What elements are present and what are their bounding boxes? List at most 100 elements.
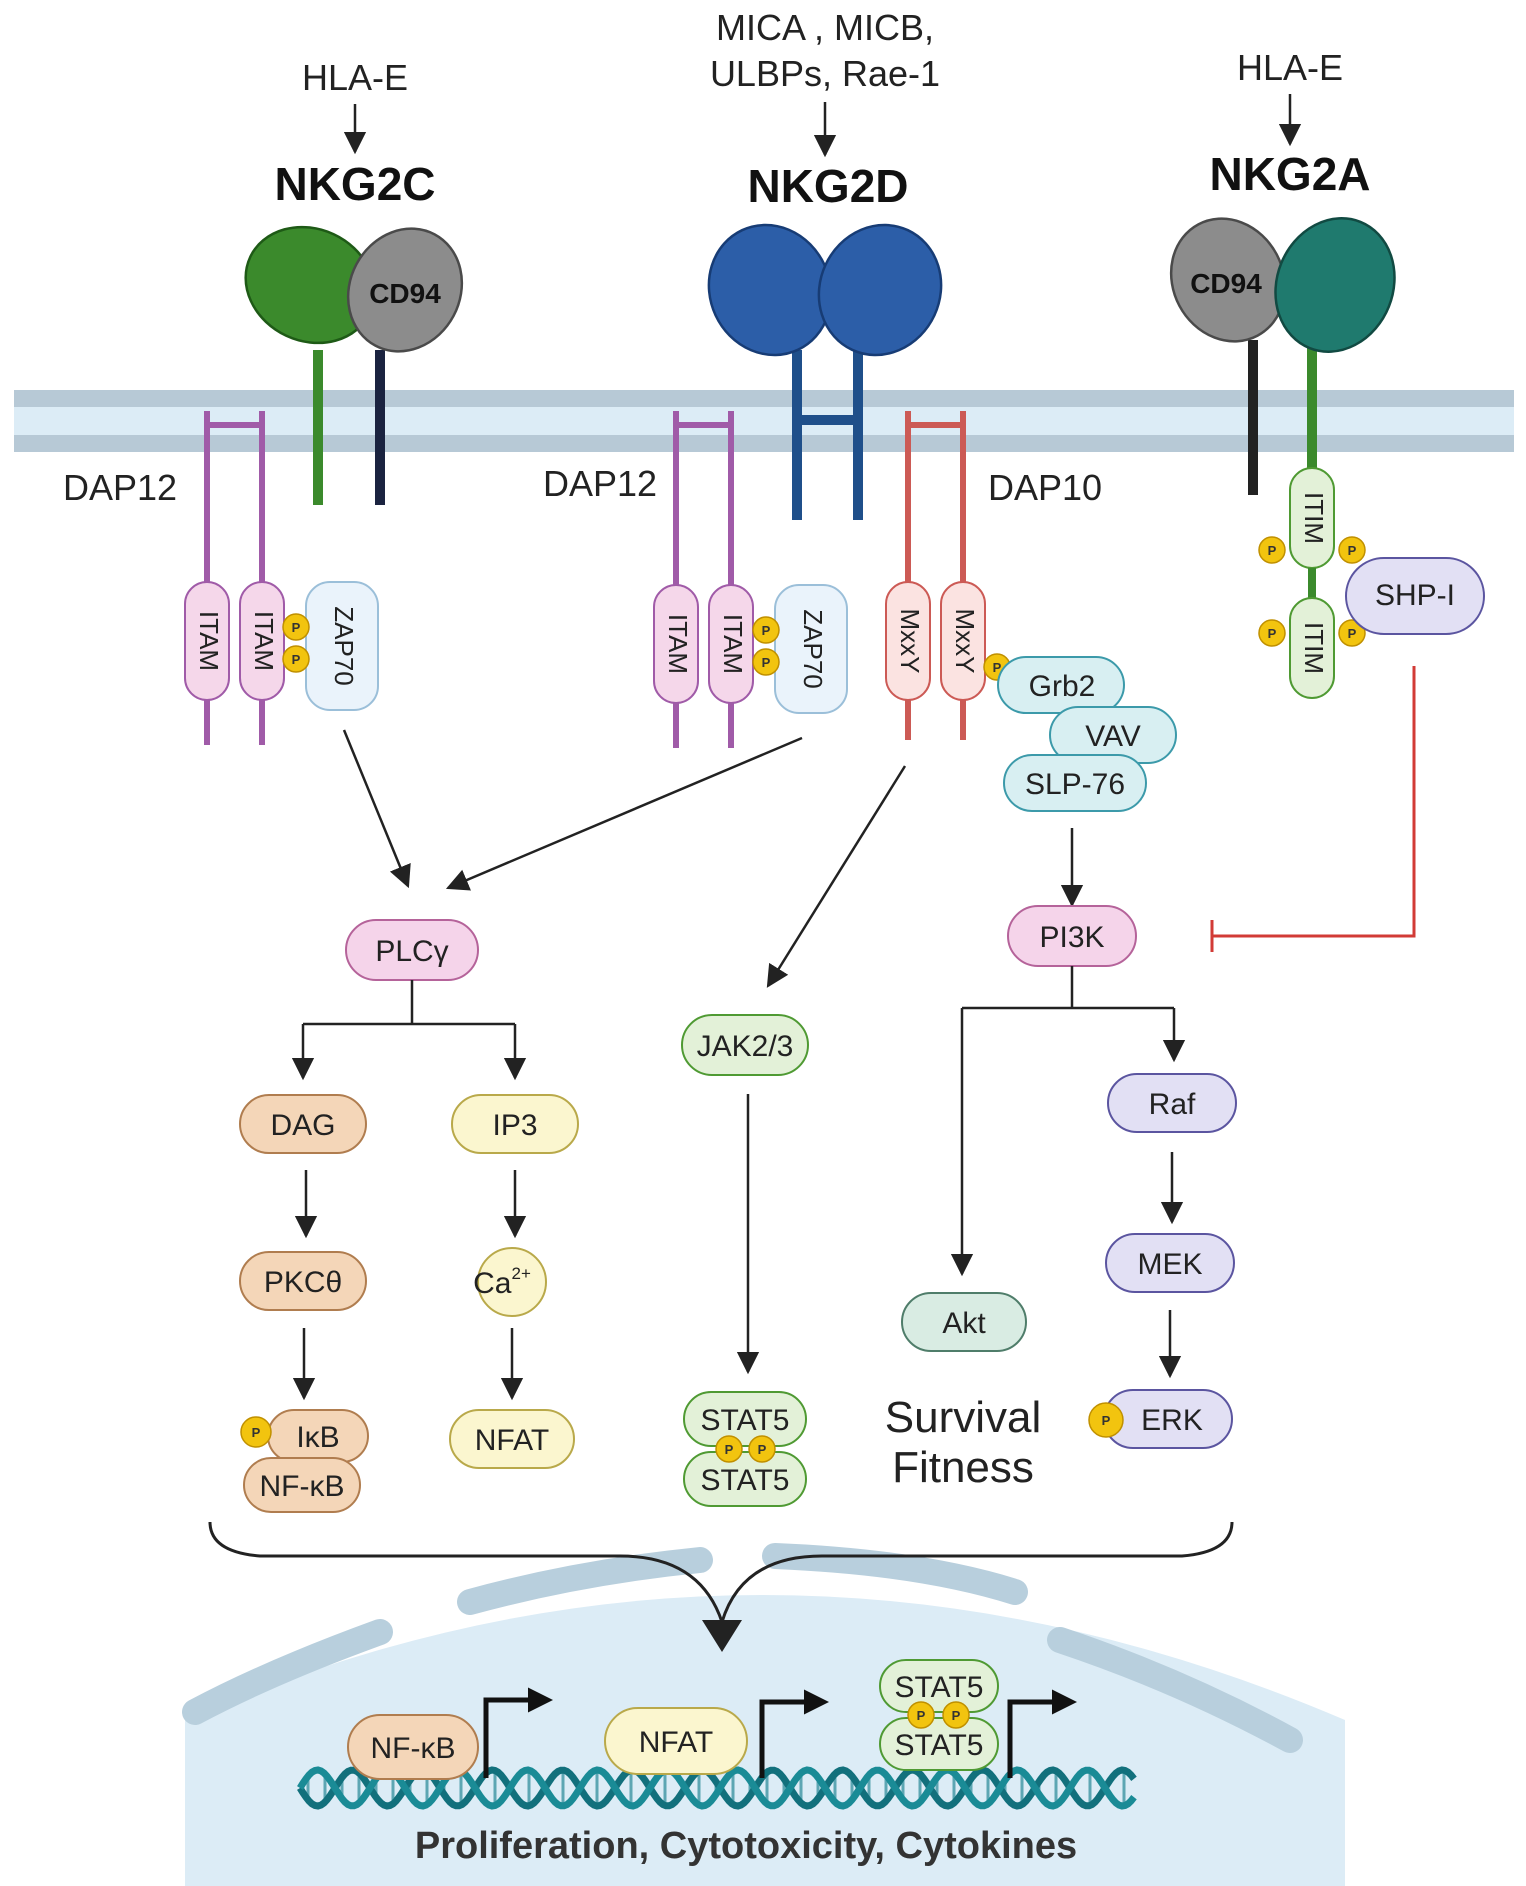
dna-strand bbox=[297, 1766, 1137, 1810]
phospho-badge: P bbox=[1258, 536, 1286, 564]
phospho-badge: P bbox=[282, 645, 310, 673]
nkg2c-title: NKG2C bbox=[274, 158, 435, 210]
mek-node: MEK bbox=[1105, 1233, 1235, 1293]
plcg-split bbox=[291, 980, 527, 1081]
dna-helix bbox=[297, 1766, 1137, 1810]
itim-label: ITIM bbox=[1299, 622, 1329, 674]
phospho-badge: P bbox=[282, 613, 310, 641]
nucleus-stat5-label: STAT5 bbox=[895, 1671, 984, 1704]
svg-text:DAG: DAG bbox=[270, 1109, 335, 1142]
mxxy-label: MxxY bbox=[950, 609, 980, 674]
cell-membrane bbox=[14, 390, 1514, 452]
phospho-badge: P bbox=[752, 616, 780, 644]
jak-node: JAK2/3 bbox=[681, 1014, 809, 1076]
svg-text:P: P bbox=[762, 655, 771, 670]
svg-text:P: P bbox=[725, 1442, 734, 1457]
cd94-right-label: CD94 bbox=[1190, 268, 1262, 299]
arrow-zap70-left-to-plcg bbox=[342, 729, 411, 889]
phospho-badge: P bbox=[715, 1435, 743, 1463]
transcription-arrow bbox=[1007, 1689, 1077, 1778]
svg-text:P: P bbox=[993, 660, 1002, 675]
nkg2c-ligand-label: HLA-E bbox=[302, 57, 408, 98]
phospho-badge: P bbox=[907, 1701, 935, 1729]
nkg2d-title: NKG2D bbox=[747, 160, 908, 212]
zap70-label: ZAP70 bbox=[329, 606, 359, 686]
dag-node: DAG bbox=[239, 1094, 367, 1154]
dap12-middle-label: DAP12 bbox=[543, 463, 657, 504]
svg-text:Akt: Akt bbox=[942, 1307, 986, 1340]
shp1-node: SHP-I bbox=[1345, 557, 1485, 635]
transcription-arrow bbox=[759, 1689, 829, 1778]
calcium-label: Ca bbox=[473, 1267, 512, 1300]
svg-text:P: P bbox=[1348, 543, 1357, 558]
phospho-badge: P bbox=[1258, 619, 1286, 647]
svg-text:P: P bbox=[292, 652, 301, 667]
nucleus-stat5-dimer: STAT5 STAT5 bbox=[879, 1659, 999, 1771]
itim-block: ITIM ITIM bbox=[1289, 467, 1335, 699]
nucleus-nfat-node: NFAT bbox=[604, 1707, 748, 1775]
cd94-left-label: CD94 bbox=[369, 278, 441, 309]
convergence-brace bbox=[208, 1521, 1234, 1652]
svg-text:P: P bbox=[1102, 1413, 1111, 1428]
outcome-label: Proliferation, Cytotoxicity, Cytokines bbox=[415, 1825, 1077, 1867]
phospho-badge: P bbox=[748, 1435, 776, 1463]
vav-node: VAV bbox=[1049, 706, 1177, 764]
pi3k-split bbox=[950, 966, 1186, 1277]
svg-text:PKCθ: PKCθ bbox=[264, 1266, 342, 1299]
akt-node: Akt bbox=[901, 1292, 1027, 1352]
nfkb-node: NF-κB bbox=[243, 1457, 361, 1513]
plcg-node: PLCγ bbox=[345, 919, 479, 981]
nkg2d-ligand-label-line2: ULBPs, Rae-1 bbox=[710, 53, 940, 94]
svg-text:P: P bbox=[292, 620, 301, 635]
dap10-label: DAP10 bbox=[988, 467, 1102, 508]
svg-text:NF-κB: NF-κB bbox=[260, 1470, 345, 1503]
svg-text:P: P bbox=[762, 623, 771, 638]
itam-label: ITAM bbox=[718, 614, 748, 674]
slp76-node: SLP-76 bbox=[1003, 754, 1147, 812]
svg-text:MEK: MEK bbox=[1137, 1248, 1202, 1281]
zap70-label: ZAP70 bbox=[798, 609, 828, 689]
phospho-badge: P bbox=[240, 1416, 272, 1448]
arrow-dap10-to-jak bbox=[766, 765, 907, 988]
svg-text:SLP-76: SLP-76 bbox=[1025, 768, 1125, 801]
fitness-label: Fitness bbox=[892, 1443, 1034, 1492]
svg-text:VAV: VAV bbox=[1085, 720, 1141, 753]
phospho-badge: P bbox=[1088, 1402, 1124, 1438]
svg-text:P: P bbox=[917, 1708, 926, 1723]
dap12-left: ITAM ITAM ZAP70 bbox=[184, 411, 379, 745]
ip3-node: IP3 bbox=[451, 1094, 579, 1154]
svg-text:PI3K: PI3K bbox=[1039, 921, 1104, 954]
svg-text:JAK2/3: JAK2/3 bbox=[697, 1030, 794, 1063]
svg-text:P: P bbox=[1268, 626, 1277, 641]
svg-text:P: P bbox=[1268, 543, 1277, 558]
inhibition-line bbox=[1210, 666, 1416, 952]
svg-text:NFAT: NFAT bbox=[475, 1424, 549, 1457]
svg-text:NFAT: NFAT bbox=[639, 1726, 713, 1759]
svg-text:IP3: IP3 bbox=[492, 1109, 537, 1142]
svg-text:IκB: IκB bbox=[296, 1421, 339, 1454]
svg-text:Grb2: Grb2 bbox=[1029, 670, 1096, 703]
itim-label: ITIM bbox=[1299, 492, 1329, 544]
dap12-left-label: DAP12 bbox=[63, 467, 177, 508]
svg-text:P: P bbox=[252, 1425, 261, 1440]
svg-text:NF-κB: NF-κB bbox=[371, 1732, 456, 1765]
phospho-badge: P bbox=[1338, 619, 1366, 647]
calcium-charge: 2+ bbox=[511, 1264, 530, 1283]
nucleus bbox=[182, 1543, 1345, 1886]
phospho-badge: P bbox=[942, 1701, 970, 1729]
stat5-dimer: STAT5 STAT5 bbox=[683, 1391, 807, 1507]
nkg2a-ligand-label: HLA-E bbox=[1237, 47, 1343, 88]
dap12-middle: ITAM ITAM ZAP70 bbox=[653, 411, 848, 748]
nkg2a-receptor: CD94 bbox=[1169, 217, 1396, 495]
ikb-node: IκB bbox=[267, 1409, 369, 1463]
svg-text:P: P bbox=[952, 1708, 961, 1723]
survival-label: Survival bbox=[885, 1393, 1042, 1442]
dap10: MxxY MxxY bbox=[885, 411, 986, 740]
nkg2d-receptor bbox=[707, 223, 943, 520]
nkg2d-ligand-label-line1: MICA , MICB, bbox=[716, 7, 934, 48]
phospho-badge: P bbox=[752, 648, 780, 676]
stat5-label: STAT5 bbox=[701, 1464, 790, 1497]
svg-text:ERK: ERK bbox=[1141, 1404, 1203, 1437]
svg-text:PLCγ: PLCγ bbox=[375, 935, 448, 968]
